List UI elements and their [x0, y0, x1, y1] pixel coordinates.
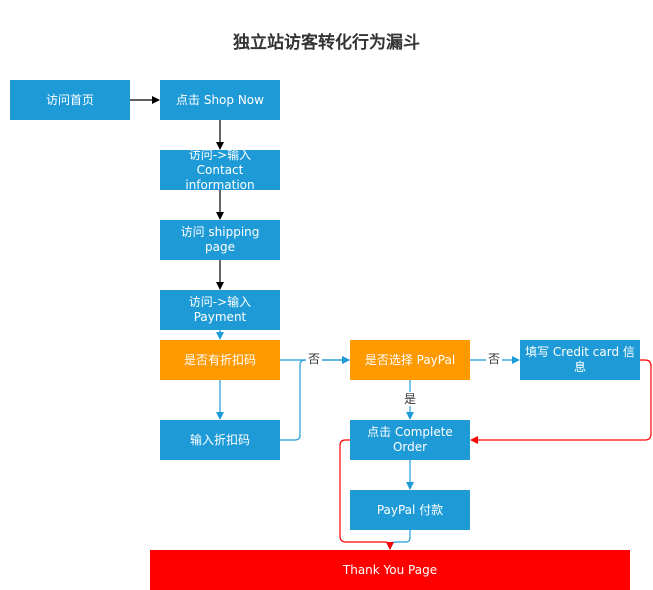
node-visit-home: 访问首页: [10, 80, 130, 120]
edge-label-no-paypal: 否: [486, 352, 503, 366]
edge-creditcard-to-complete: [470, 359, 652, 444]
node-choose-paypal: 是否选择 PayPal: [350, 340, 470, 380]
node-shipping-page: 访问 shipping page: [160, 220, 280, 260]
edge-label-no-discount: 否: [306, 352, 323, 366]
edge-paypalpay-to-thankyou: [386, 530, 411, 550]
node-credit-card-info: 填写 Credit card 信息: [520, 340, 640, 380]
node-contact-information: 访问->输入 Contact information: [160, 148, 280, 192]
edge-entered-discount-to-paypal: [280, 356, 350, 441]
diagram-title: 独立站访客转化行为漏斗: [233, 33, 420, 53]
node-thank-you-page: Thank You Page: [150, 550, 630, 590]
node-complete-order: 点击 Complete Order: [350, 420, 470, 460]
node-payment: 访问->输入Payment: [160, 290, 280, 330]
node-paypal-payment: PayPal 付款: [350, 490, 470, 530]
node-has-discount-code: 是否有折扣码: [160, 340, 280, 380]
edge-label-yes-paypal: 是: [402, 392, 419, 406]
edge-complete-to-thankyou: [339, 439, 394, 550]
node-enter-discount-code: 输入折扣码: [160, 420, 280, 460]
node-click-shop-now: 点击 Shop Now: [160, 80, 280, 120]
